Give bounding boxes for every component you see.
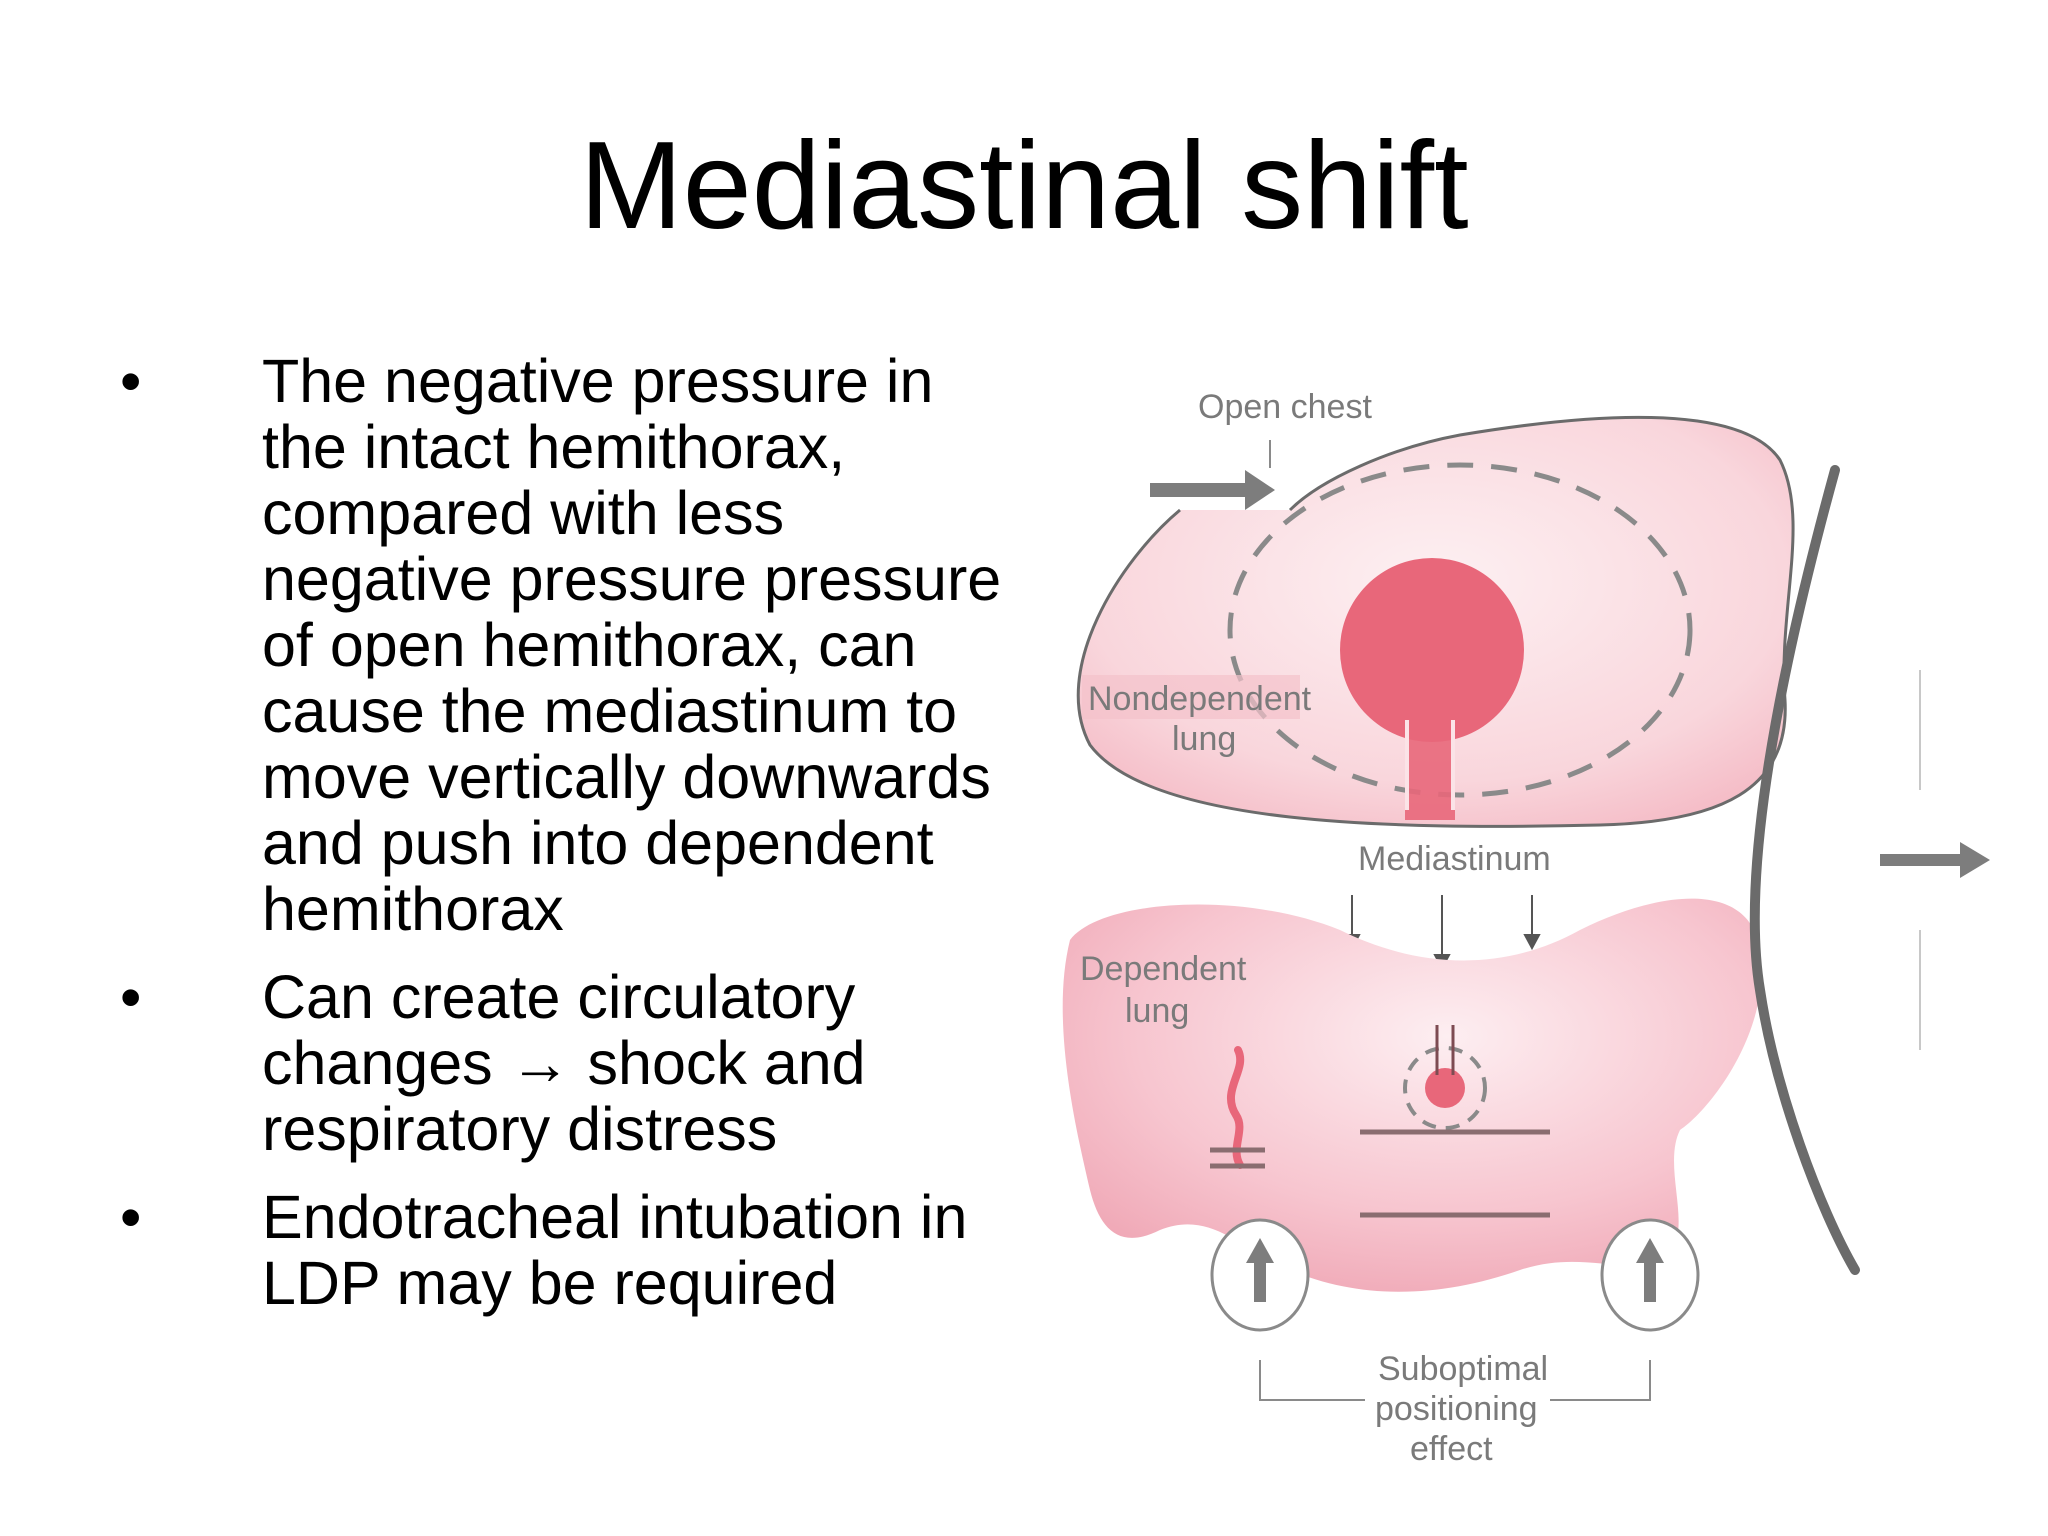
nondependent-label-bg — [1082, 675, 1300, 719]
bullet-item: • The negative pressure in the intact he… — [120, 348, 1020, 942]
bullet-marker: • — [120, 963, 142, 1031]
bullet-marker: • — [120, 347, 142, 415]
nondependent-label-line1: Nondependent — [1088, 680, 1312, 718]
suboptimal-bracket-left — [1259, 1360, 1365, 1401]
nondependent-label-line2: lung — [1172, 720, 1236, 758]
dependent-label-line2: lung — [1125, 992, 1189, 1030]
mediastinum-heart — [1340, 558, 1524, 742]
bullet-item: • Endotracheal intubation in LDP may be … — [120, 1184, 1020, 1316]
mediastinum-label: Mediastinum — [1358, 840, 1551, 878]
chest-wall-curve — [1749, 465, 1860, 1275]
mediastinal-shift-diagram: Open chest Nondependent lung Mediastinum… — [1062, 388, 1990, 1468]
suboptimal-bracket-right — [1550, 1360, 1651, 1401]
open-chest-arrow-head — [1245, 470, 1275, 510]
up-arrow-right-icon — [1636, 1238, 1664, 1302]
nondependent-lung-outline — [1227, 462, 1693, 798]
suboptimal-label-line3: effect — [1410, 1430, 1493, 1468]
dependent-label-line1: Dependent — [1080, 950, 1247, 988]
bullet-text: Can create circulatory changes → shock a… — [262, 963, 866, 1163]
small-mediastinum-outline — [1403, 1046, 1487, 1130]
slide-title: Mediastinal shift — [579, 117, 1469, 255]
open-chest-label: Open chest — [1198, 388, 1372, 426]
suboptimal-label-line2: positioning — [1375, 1390, 1538, 1428]
bullet-item: • Can create circulatory changes → shock… — [120, 964, 1020, 1162]
bullet-list: • The negative pressure in the intact he… — [120, 348, 1020, 1338]
suboptimal-label-line1: Suboptimal — [1378, 1350, 1548, 1388]
up-arrow-left-icon — [1246, 1238, 1274, 1302]
bullet-text: Endotracheal intubation in LDP may be re… — [262, 1183, 968, 1317]
right-arrow-head — [1960, 842, 1990, 878]
bullet-text: The negative pressure in the intact hemi… — [262, 347, 1002, 943]
small-mediastinum-heart — [1425, 1068, 1465, 1108]
bullet-marker: • — [120, 1183, 142, 1251]
dependent-lung — [1062, 898, 1762, 1292]
